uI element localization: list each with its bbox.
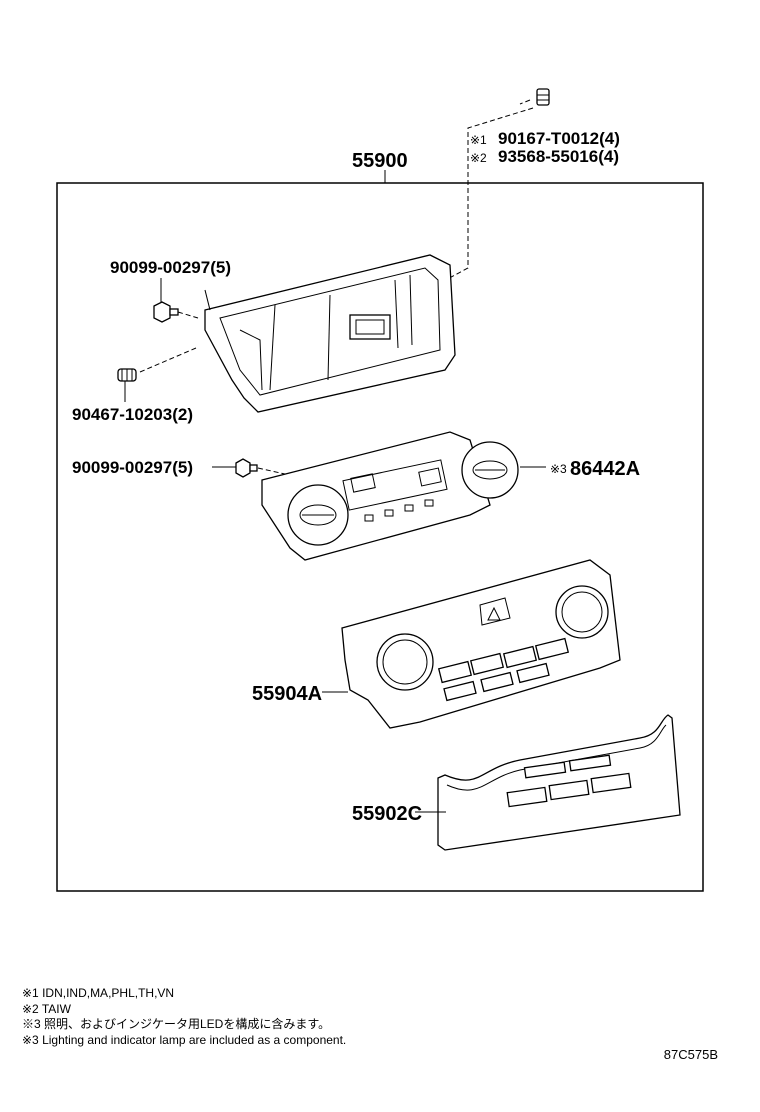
bolt-icon bbox=[519, 88, 550, 106]
bolt-2-label: 93568-55016(4) bbox=[498, 147, 619, 166]
footnotes: ※1 IDN,IND,MA,PHL,TH,VN ※2 TAIW ※3 照明、およ… bbox=[22, 986, 346, 1048]
footnote: ※3 照明、およびインジケータ用LEDを構成に含みます。 bbox=[22, 1017, 331, 1031]
switch-panel-drawing bbox=[261, 431, 519, 561]
panel-label: 86442A bbox=[570, 458, 640, 480]
bolt-1-mark: ※1 bbox=[470, 133, 487, 147]
assembly-frame bbox=[56, 182, 704, 892]
control-assembly-drawing bbox=[341, 559, 621, 729]
footnote: ※3 Lighting and indicator lamp are inclu… bbox=[22, 1032, 347, 1047]
cover-plate-drawing bbox=[437, 714, 681, 851]
footnote: ※2 TAIW bbox=[22, 1001, 71, 1016]
footnote: ※1 IDN,IND,MA,PHL,TH,VN bbox=[22, 986, 175, 1000]
panel-mark: ※3 bbox=[550, 462, 567, 476]
control-label: 55904A bbox=[252, 683, 322, 705]
clip-label: 90467-10203(2) bbox=[72, 405, 193, 424]
diagram-code: 87C575B bbox=[663, 1047, 718, 1062]
bolt-1-label: 90167-T0012(4) bbox=[498, 129, 620, 148]
screw-icon bbox=[153, 301, 199, 323]
assembly-label: 55900 bbox=[352, 150, 408, 172]
screw-lower-label: 90099-00297(5) bbox=[72, 458, 193, 477]
clip-icon bbox=[117, 347, 197, 382]
mounting-bracket-drawing bbox=[204, 254, 456, 413]
screw-upper-label: 90099-00297(5) bbox=[110, 258, 231, 277]
screw-icon bbox=[235, 458, 286, 478]
cover-label: 55902C bbox=[352, 803, 422, 825]
bolt-2-mark: ※2 bbox=[470, 151, 487, 165]
